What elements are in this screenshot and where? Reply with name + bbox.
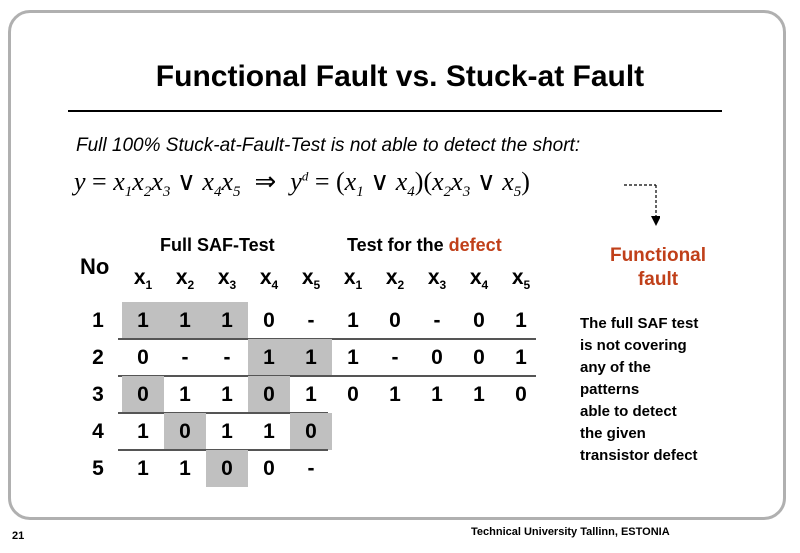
row-number: 2 bbox=[92, 346, 104, 369]
table-cell: 1 bbox=[305, 383, 317, 406]
table-cell: 0 bbox=[137, 346, 149, 369]
column-header: x3 bbox=[217, 266, 237, 293]
note-line: transistor defect bbox=[580, 447, 698, 464]
table-cell: 0 bbox=[473, 346, 485, 369]
table-cell: 1 bbox=[347, 346, 359, 369]
slide-subtitle: Full 100% Stuck-at-Fault-Test is not abl… bbox=[76, 135, 581, 156]
row-number: 3 bbox=[92, 383, 104, 406]
table-cell: 1 bbox=[515, 346, 527, 369]
table-cell bbox=[416, 413, 458, 450]
table-cell: 1 bbox=[206, 302, 248, 339]
slide-title: Functional Fault vs. Stuck-at Fault bbox=[155, 60, 645, 93]
row-divider bbox=[118, 412, 328, 414]
table-cell: 1 bbox=[137, 457, 149, 480]
column-header: x5 bbox=[511, 266, 531, 293]
column-header: x2 bbox=[175, 266, 195, 293]
table-cell: 1 bbox=[164, 302, 206, 339]
table-cell bbox=[332, 413, 374, 450]
formula-lhs: y = x1x2x3 ∨ x4x5 bbox=[74, 167, 241, 201]
formula: y = x1x2x3 ∨ x4x5 ⇒ yd = (x1 ∨ x4)(x2x3 ∨ … bbox=[74, 167, 530, 201]
column-header: x2 bbox=[385, 266, 405, 293]
table-cell: - bbox=[307, 457, 315, 480]
slide-frame bbox=[8, 10, 786, 520]
table-cell: 1 bbox=[221, 383, 233, 406]
table-cell: 0 bbox=[248, 376, 290, 413]
note-line: able to detect bbox=[580, 403, 677, 420]
page-number: 21 bbox=[12, 530, 25, 542]
defect-test-header: Test for the defect bbox=[347, 235, 502, 256]
table-cell: 0 bbox=[515, 383, 527, 406]
table-cell: 0 bbox=[122, 376, 164, 413]
table-cell: 1 bbox=[290, 339, 332, 376]
table-cell bbox=[458, 413, 500, 450]
table-cell: 1 bbox=[221, 420, 233, 443]
table-cell: 0 bbox=[263, 457, 275, 480]
table-cell: 0 bbox=[431, 346, 443, 369]
table-cell: - bbox=[181, 346, 189, 369]
table-cell: 0 bbox=[263, 309, 275, 332]
column-header: x5 bbox=[301, 266, 321, 293]
note-line: any of the bbox=[580, 359, 651, 376]
table-cell bbox=[500, 413, 542, 450]
table-cell bbox=[374, 450, 416, 487]
table-cell: 1 bbox=[389, 383, 401, 406]
implies-symbol: ⇒ bbox=[254, 167, 277, 196]
table-cell: - bbox=[433, 309, 441, 332]
column-header: x3 bbox=[427, 266, 447, 293]
defect-test-header-prefix: Test for the bbox=[347, 235, 449, 255]
table-cell: 1 bbox=[431, 383, 443, 406]
table-cell: - bbox=[223, 346, 231, 369]
callout-note: The full SAF test is not covering any of… bbox=[580, 313, 740, 467]
table-cell: 1 bbox=[122, 302, 164, 339]
full-saf-test-header: Full SAF-Test bbox=[160, 235, 275, 255]
no-header: No bbox=[80, 254, 110, 279]
footer-text: Technical University Tallinn, ESTONIA bbox=[471, 526, 670, 538]
table-cell: - bbox=[307, 309, 315, 332]
table-cell: 0 bbox=[473, 309, 485, 332]
table-cell: 1 bbox=[248, 339, 290, 376]
table-cell bbox=[458, 450, 500, 487]
table-cell: 0 bbox=[347, 383, 359, 406]
row-number: 1 bbox=[92, 309, 104, 332]
formula-rhs: yd = (x1 ∨ x4)(x2x3 ∨ x5) bbox=[290, 167, 530, 201]
defect-word: defect bbox=[448, 235, 502, 255]
table-cell: 0 bbox=[290, 413, 332, 450]
table-cell bbox=[416, 450, 458, 487]
note-line: is not covering bbox=[580, 337, 687, 354]
table-cell: 1 bbox=[347, 309, 359, 332]
note-line: patterns bbox=[580, 381, 640, 398]
column-header: x1 bbox=[343, 266, 363, 293]
table-cell: 1 bbox=[179, 457, 191, 480]
table-cell: 1 bbox=[473, 383, 485, 406]
row-number: 5 bbox=[92, 457, 104, 480]
table-cell: 1 bbox=[137, 420, 149, 443]
table-cell: 1 bbox=[263, 420, 275, 443]
table-cell bbox=[332, 450, 374, 487]
table-cell: 1 bbox=[179, 383, 191, 406]
table-cell bbox=[374, 413, 416, 450]
note-line: the given bbox=[580, 425, 646, 442]
row-divider bbox=[118, 375, 536, 377]
note-line: The full SAF test bbox=[580, 315, 699, 332]
table-cell: - bbox=[391, 346, 399, 369]
column-header: x4 bbox=[469, 266, 489, 293]
table-cell: 1 bbox=[515, 309, 527, 332]
column-header: x1 bbox=[133, 266, 153, 293]
table-cell bbox=[500, 450, 542, 487]
dashed-arrow-icon bbox=[624, 184, 660, 226]
row-number: 4 bbox=[92, 420, 104, 443]
functional-fault-label: Functional fault bbox=[609, 245, 707, 290]
table-cell: 0 bbox=[164, 413, 206, 450]
column-header: x4 bbox=[259, 266, 279, 293]
table-cell: 0 bbox=[206, 450, 248, 487]
title-underline bbox=[68, 110, 722, 112]
table-cell: 0 bbox=[389, 309, 401, 332]
